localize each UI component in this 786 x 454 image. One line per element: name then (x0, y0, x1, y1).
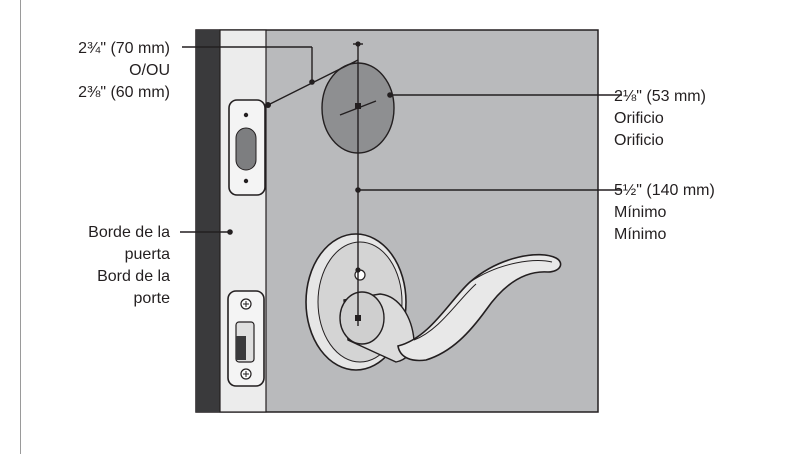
backset-line-3: 2⅜" (60 mm) (78, 84, 170, 101)
hole-label: 2⅛" (53 mm) Orificio Orificio (614, 86, 764, 152)
latch-faceplate-icon (228, 99, 266, 196)
door-edge-dark (196, 30, 220, 412)
hole-line-3: Orificio (614, 132, 664, 149)
backset-label: 2¾" (70 mm) O/OU 2⅜" (60 mm) (34, 38, 170, 104)
backset-line-1: 2¾" (70 mm) (78, 40, 170, 57)
distance-line-3: Mínimo (614, 226, 667, 243)
frame-divider-line (20, 0, 21, 454)
distance-line-1: 5½" (140 mm) (614, 182, 715, 199)
dimension-dots (227, 41, 393, 321)
door-edge-line-4: porte (133, 290, 170, 307)
hole-line-1: 2⅛" (53 mm) (614, 88, 706, 105)
backset-line-2: O/OU (129, 62, 170, 79)
hole-line-2: Orificio (614, 110, 664, 127)
distance-line-2: Mínimo (614, 204, 667, 221)
door-edge-label: Borde de la puerta Bord de la porte (30, 222, 170, 310)
distance-label: 5½" (140 mm) Mínimo Mínimo (614, 180, 774, 246)
strike-plate-icon (227, 290, 265, 387)
door-edge-line-1: Borde de la (88, 224, 170, 241)
door-edge-line-2: puerta (124, 246, 170, 263)
lever-handle-icon (305, 233, 562, 371)
door-edge-line-3: Bord de la (97, 268, 170, 285)
